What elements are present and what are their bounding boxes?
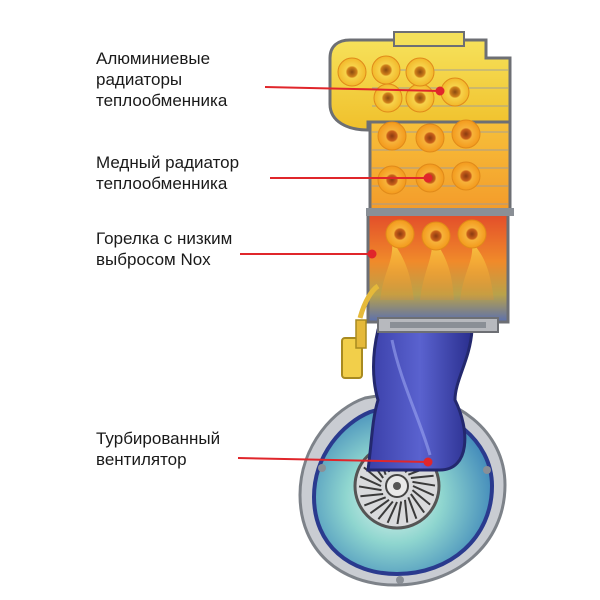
impeller-blade [396,501,403,525]
exchanger-tube [337,57,367,87]
impeller-blade [369,499,390,514]
label-line: выбросом Nox [96,250,211,269]
exchanger-tube [421,221,451,251]
housing-bolt [318,464,326,472]
impeller-blade [407,496,418,520]
impeller-blade [360,493,384,498]
label-line: вентилятор [96,450,187,469]
impeller-blade [412,485,435,497]
impeller-blade [359,475,382,487]
label-line: теплообменника [96,174,228,193]
burner-flames [380,236,494,300]
leader-lines [237,86,445,467]
exchanger-tube [405,57,435,87]
leader-dot-copper [423,173,433,183]
impeller-blade [410,493,425,514]
impeller-blade [358,485,382,492]
exchanger-tube [440,77,470,107]
label-line: радиаторы [96,70,183,89]
exchanger-tube [451,119,481,149]
impeller-blade [410,474,434,479]
label-low-nox-burner: Горелка с низким выбросом Nox [96,228,232,270]
exchanger-tube [451,161,481,191]
burner-base-plate [390,322,486,328]
exchanger-tube [377,121,407,151]
exchanger-tube [405,83,435,113]
exchanger-tube [377,165,407,195]
leader-line-aluminium [264,86,441,92]
leader-dot-burner [367,249,377,259]
exchanger-tube [457,219,487,249]
label-aluminium-radiators: Алюминиевые радиаторы теплообменника [96,48,227,111]
impeller-blade [412,480,436,487]
exchanger-tube [415,123,445,153]
heat-exchanger-tubes [337,55,487,251]
impeller-blade [377,500,394,520]
leader-dot-aluminium [435,86,445,96]
impeller-blade [404,499,409,523]
gas-pipe [341,283,380,379]
label-copper-radiator: Медный радиатор теплообменника [96,152,239,194]
label-line: теплообменника [96,91,228,110]
label-line: Медный радиатор [96,153,240,172]
label-turbo-fan: Турбированный вентилятор [96,428,220,470]
leader-dot-fan [423,457,433,467]
housing-bolt [396,576,404,584]
exchanger-tube [385,219,415,249]
leader-line-fan [237,457,429,463]
exchanger-tube [371,55,401,85]
label-line: Горелка с низким [96,229,233,248]
exchanger-tube [373,83,403,113]
impeller-blade [411,489,431,506]
impeller-blade [363,496,387,507]
air-duct [366,328,474,472]
label-line: Турбированный [96,429,221,448]
label-line: Алюминиевые [96,49,211,68]
impeller-blade [386,501,398,524]
housing-bolt [483,466,491,474]
